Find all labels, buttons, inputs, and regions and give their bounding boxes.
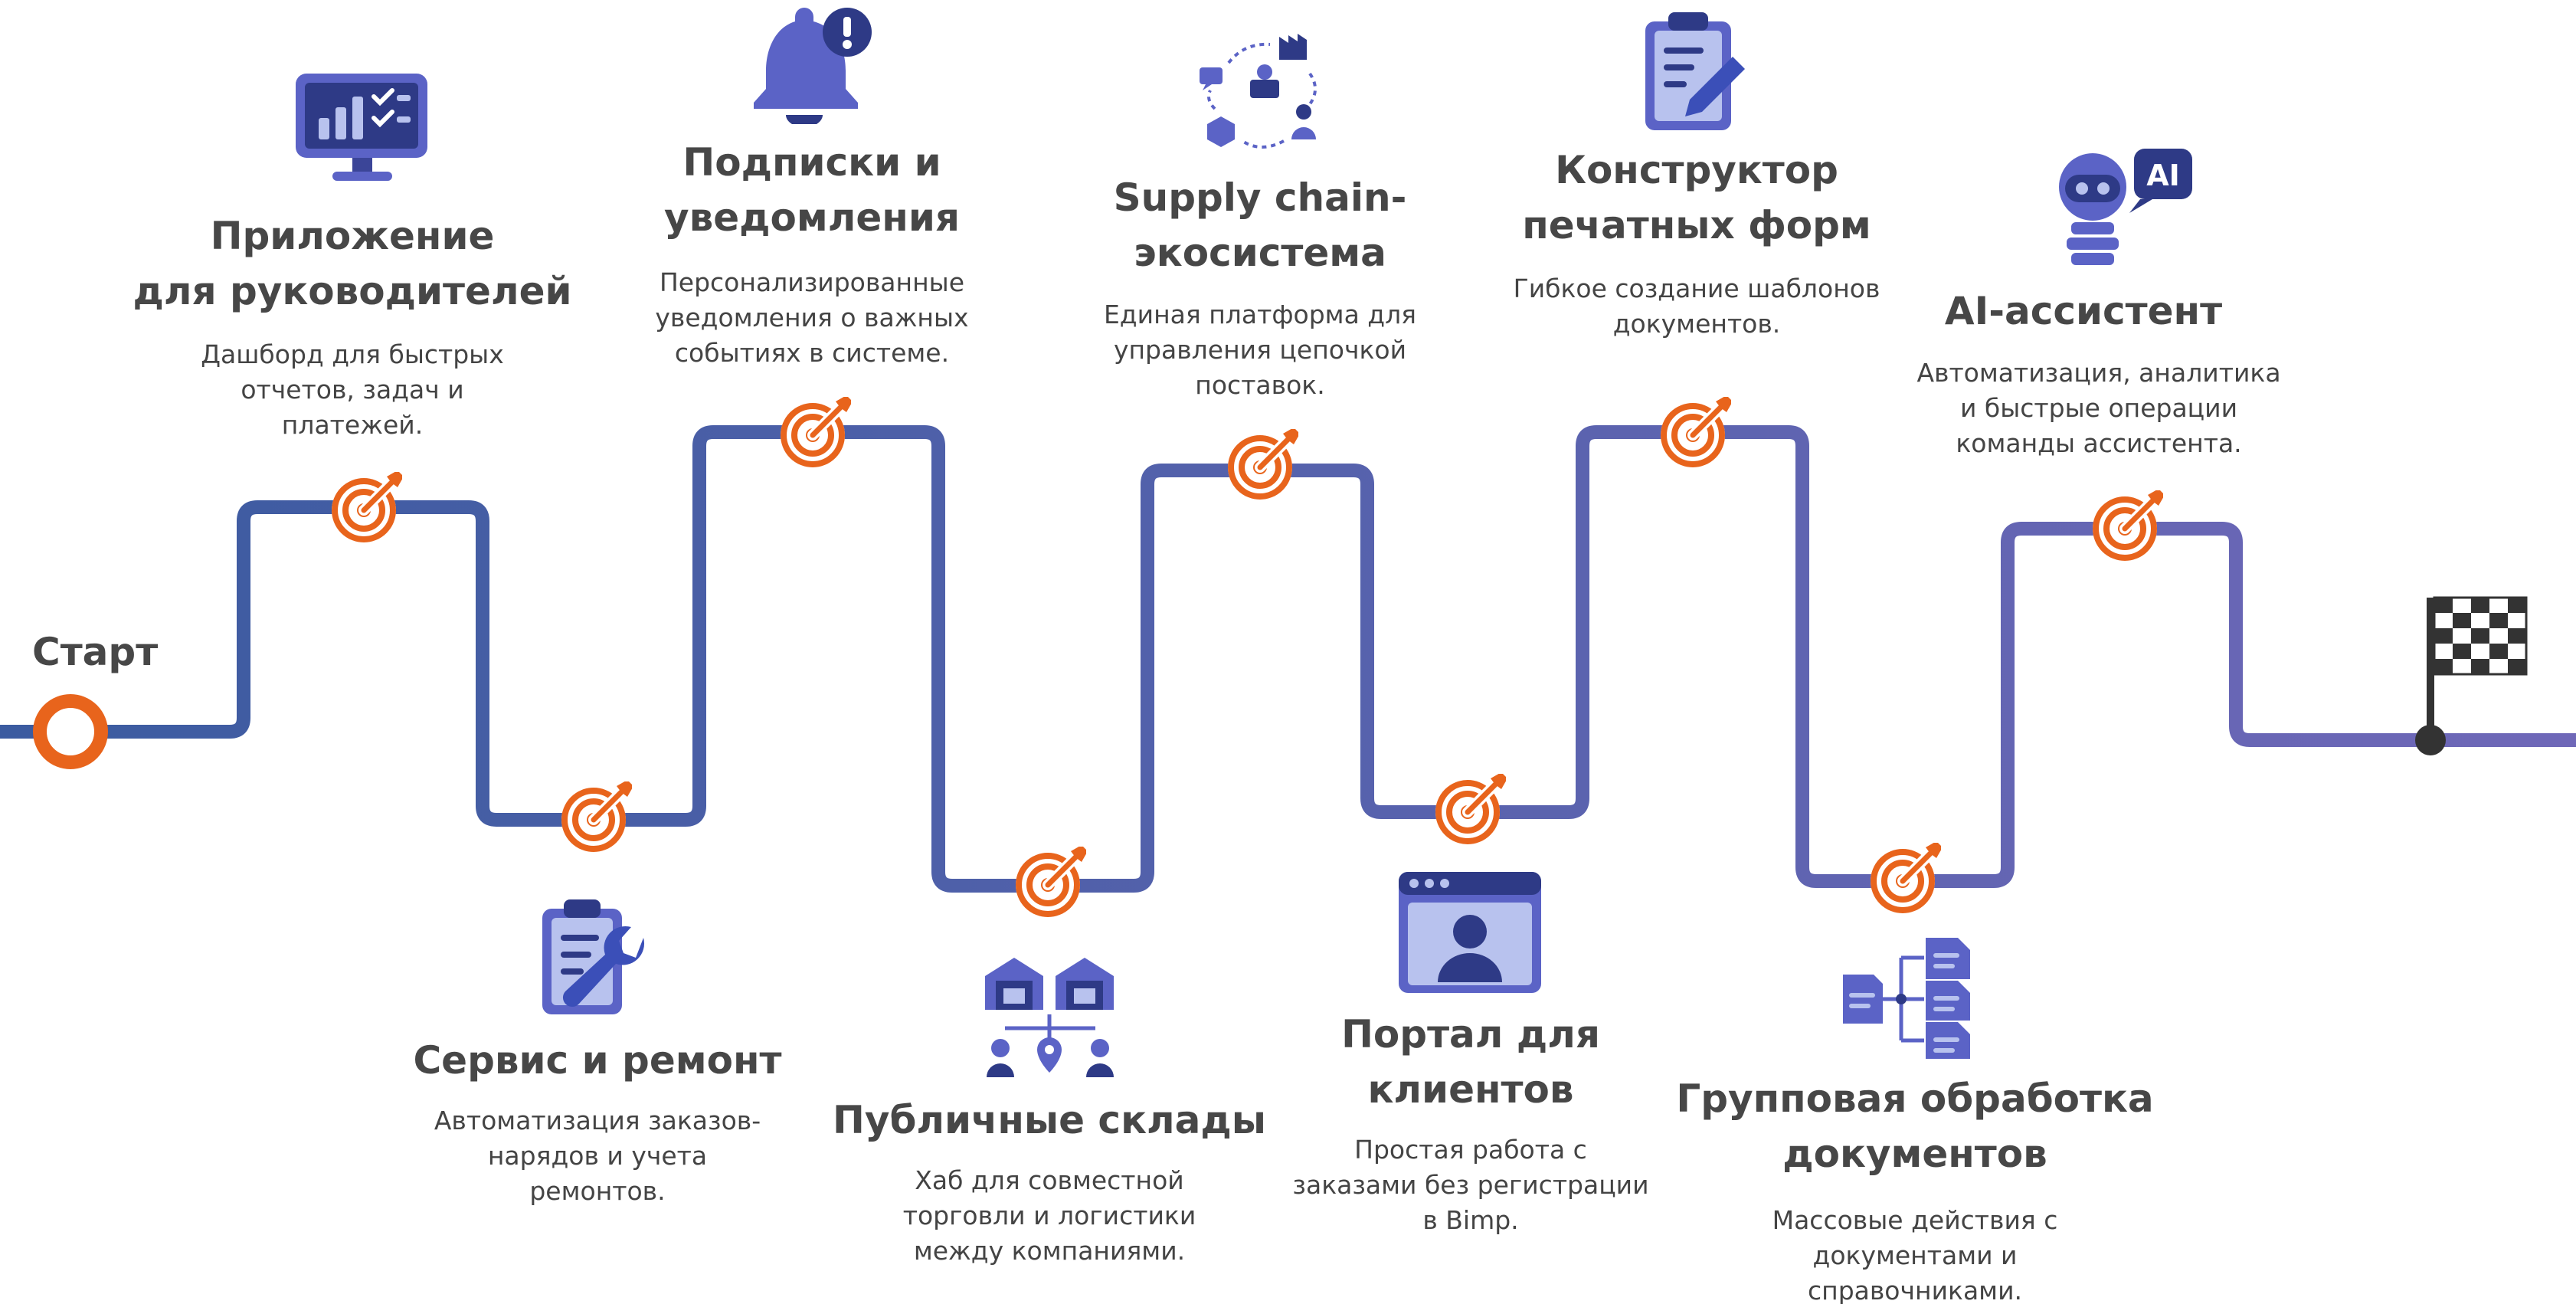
step-title: AI-ассистент: [1944, 289, 2223, 333]
bell-alert-icon: [754, 8, 872, 124]
supply-chain-cycle-icon: [1200, 34, 1317, 149]
step-title: Конструктор печатных форм: [1522, 148, 1871, 247]
step-description: Автоматизация заказов- нарядов и учета р…: [434, 1106, 761, 1206]
step-description: Дашборд для быстрых отчетов, задач и пла…: [201, 339, 504, 440]
step-title: Подписки и уведомления: [664, 140, 960, 240]
target-icon: [1016, 845, 1088, 917]
step-title: Групповая обработка документов: [1676, 1076, 2154, 1176]
step-description: Массовые действия с документами и справо…: [1772, 1205, 2058, 1304]
browser-user-icon: [1399, 872, 1541, 993]
warehouse-network-icon: [985, 958, 1114, 1077]
step-description: Автоматизация, аналитика и быстрые опера…: [1916, 358, 2281, 458]
start-label: Старт: [32, 630, 159, 674]
target-icon: [1435, 772, 1507, 844]
target-icon: [781, 395, 853, 467]
dashboard-monitor-icon: [296, 74, 427, 181]
ai-badge-text: AI: [2146, 159, 2180, 192]
clipboard-wrench-icon: [542, 899, 645, 1014]
step-title: Публичные склады: [833, 1098, 1266, 1142]
step-title: Портал для клиентов: [1341, 1012, 1600, 1112]
clipboard-pen-icon: [1645, 12, 1745, 130]
start-marker: [33, 694, 108, 769]
target-icon: [1661, 395, 1733, 467]
step-description: Гибкое создание шаблонов документов.: [1513, 274, 1880, 339]
step-description: Единая платформа для управления цепочкой…: [1103, 300, 1417, 400]
target-icon: [1871, 841, 1943, 913]
document-tree-icon: [1843, 938, 1970, 1059]
checkered-flag-icon: [2415, 596, 2528, 755]
step-title: Приложение для руководителей: [133, 214, 572, 313]
step-description: Простая работа с заказами без регистраци…: [1292, 1135, 1649, 1235]
target-icon: [332, 470, 404, 542]
robot-ai-icon: AI: [2059, 149, 2192, 265]
step-description: Хаб для совместной торговли и логистики …: [902, 1165, 1196, 1266]
step-description: Персонализированные уведомления о важных…: [655, 267, 969, 368]
target-icon: [2093, 489, 2165, 561]
step-title: Сервис и ремонт: [413, 1038, 782, 1083]
target-icon: [1228, 428, 1300, 500]
step-title: Supply chain- экосистема: [1113, 175, 1407, 275]
target-icon: [561, 780, 633, 852]
